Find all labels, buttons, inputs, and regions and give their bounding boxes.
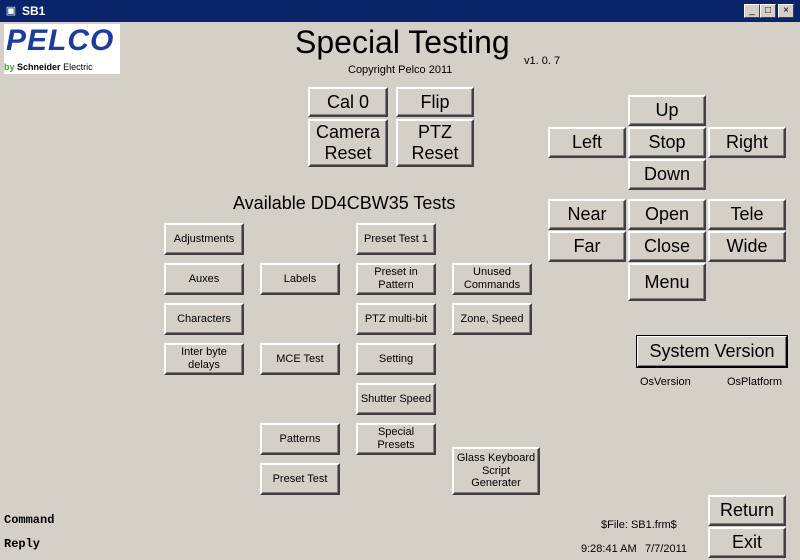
glass-keyboard-button[interactable]: Glass Keyboard Script Generater [452,447,540,495]
patterns-button[interactable]: Patterns [260,423,340,455]
logo-byline: by Schneider Electric [4,62,93,72]
ptz-reset-button[interactable]: PTZ Reset [396,119,474,167]
preset-test-button[interactable]: Preset Test [260,463,340,495]
special-presets-button[interactable]: Special Presets [356,423,436,455]
preset-in-pattern-button[interactable]: Preset in Pattern [356,263,436,295]
stop-button[interactable]: Stop [628,127,706,158]
logo-brand: PELCO [6,24,115,57]
os-version-label: OsVersion [640,376,691,388]
time-label: 9:28:41 AM [581,543,637,555]
date-label: 7/7/2011 [645,543,688,555]
left-button[interactable]: Left [548,127,626,158]
menu-button[interactable]: Menu [628,263,706,301]
file-label: $File: SB1.frm$ [601,519,677,531]
tests-heading: Available DD4CBW35 Tests [233,193,456,213]
close-button[interactable]: Close [628,231,706,262]
exit-button[interactable]: Exit [708,527,786,558]
shutter-speed-button[interactable]: Shutter Speed [356,383,436,415]
reply-label: Reply [4,537,41,551]
adjustments-button[interactable]: Adjustments [164,223,244,255]
ptz-multibit-button[interactable]: PTZ multi-bit [356,303,436,335]
open-button[interactable]: Open [628,199,706,230]
inter-byte-delays-button[interactable]: Inter byte delays [164,343,244,375]
near-button[interactable]: Near [548,199,626,230]
pelco-logo: PELCO by Schneider Electric [4,24,120,74]
command-label: Command [4,513,55,527]
zone-speed-button[interactable]: Zone, Speed [452,303,532,335]
preset-test-1-button[interactable]: Preset Test 1 [356,223,436,255]
cal0-button[interactable]: Cal 0 [308,87,388,117]
auxes-button[interactable]: Auxes [164,263,244,295]
mce-test-button[interactable]: MCE Test [260,343,340,375]
up-button[interactable]: Up [628,95,706,126]
setting-button[interactable]: Setting [356,343,436,375]
page-title: Special Testing [295,24,510,60]
flip-button[interactable]: Flip [396,87,474,117]
copyright-text: Copyright Pelco 2011 [348,64,453,76]
tele-button[interactable]: Tele [708,199,786,230]
close-window-button[interactable]: × [778,4,794,18]
version-text: v1. 0. 7 [524,55,561,67]
window-title: SB1 [22,4,46,18]
labels-button[interactable]: Labels [260,263,340,295]
minimize-button[interactable]: _ [744,4,760,18]
camera-reset-button[interactable]: Camera Reset [308,119,388,167]
wide-button[interactable]: Wide [708,231,786,262]
os-platform-label: OsPlatform [727,376,783,388]
characters-button[interactable]: Characters [164,303,244,335]
maximize-button[interactable]: □ [760,4,776,18]
far-button[interactable]: Far [548,231,626,262]
system-version-button[interactable]: System Version [636,335,788,368]
title-bar[interactable]: ▣ SB1 _ □ × [0,0,800,22]
app-icon: ▣ [5,5,17,17]
unused-commands-button[interactable]: Unused Commands [452,263,532,295]
down-button[interactable]: Down [628,159,706,190]
return-button[interactable]: Return [708,495,786,526]
right-button[interactable]: Right [708,127,786,158]
